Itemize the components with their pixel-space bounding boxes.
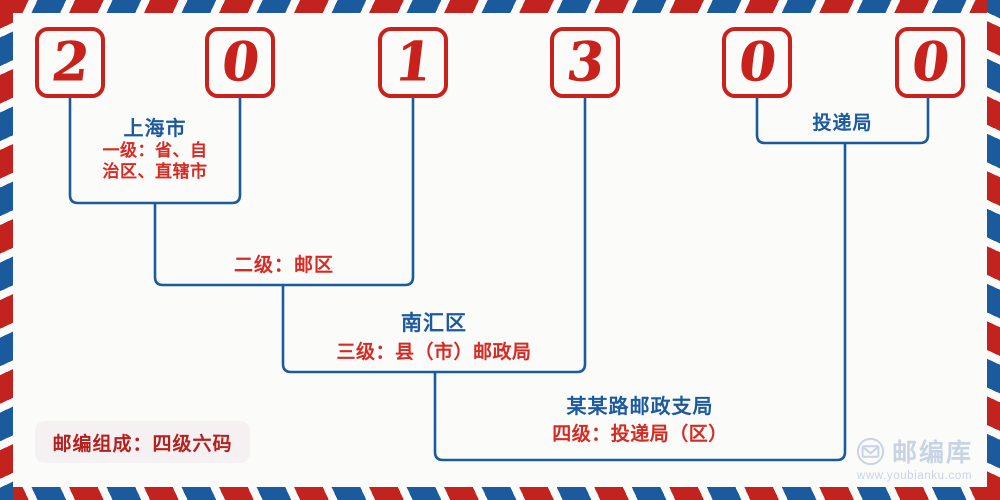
postcode-digit-3: 1 [378, 27, 448, 98]
legend-badge: 邮编组成：四级六码 [35, 421, 250, 463]
delivery-office-label-group: 投递局 [757, 108, 928, 135]
postcode-digit-4: 3 [550, 27, 620, 98]
airmail-border-bottom [0, 487, 1000, 500]
level-2-label-group: 二级：邮区 [155, 250, 413, 277]
level-3-label-group: 南汇区 三级：县（市）邮政局 [283, 307, 585, 364]
airmail-border-top [0, 0, 1000, 13]
level-3-place-name: 南汇区 [401, 310, 467, 335]
digit-glyph: 2 [48, 30, 93, 94]
postcode-digit-5: 0 [722, 27, 792, 98]
level-1-label-group: 上海市 一级：省、自 治区、直辖市 [70, 112, 240, 184]
level-4-label-group: 某某路邮政支局 四级：投递局（区） [435, 390, 845, 446]
level-1-place-name: 上海市 [123, 116, 187, 140]
digit-glyph: 0 [908, 30, 953, 94]
postcode-digit-1: 2 [35, 27, 105, 98]
level-1-tier-line-1: 一级：省、自 [102, 141, 208, 161]
level-4-place-name: 某某路邮政支局 [566, 394, 714, 418]
level-4-tier: 四级：投递局（区） [552, 423, 728, 445]
watermark-url: www.youbianku.com [856, 470, 972, 482]
digit-glyph: 3 [563, 30, 608, 94]
envelope-circle-icon [856, 437, 885, 465]
digit-glyph: 0 [735, 30, 780, 94]
airmail-border-right [987, 0, 1000, 500]
digit-glyph: 0 [218, 30, 263, 94]
postcode-digit-6: 0 [895, 27, 965, 98]
postcode-digit-2: 0 [205, 27, 275, 98]
watermark: 邮编库 www.youbianku.com [856, 433, 973, 482]
delivery-office-label: 投递局 [812, 112, 873, 134]
level-3-tier: 三级：县（市）邮政局 [336, 341, 532, 363]
watermark-brand: 邮编库 [891, 438, 973, 467]
digit-glyph: 1 [391, 30, 436, 94]
watermark-row: 邮编库 [856, 433, 973, 469]
level-2-tier: 二级：邮区 [233, 254, 334, 276]
level-1-tier-line-2: 治区、直辖市 [102, 162, 208, 183]
legend-text: 邮编组成：四级六码 [52, 432, 233, 455]
airmail-border-left [0, 0, 13, 500]
